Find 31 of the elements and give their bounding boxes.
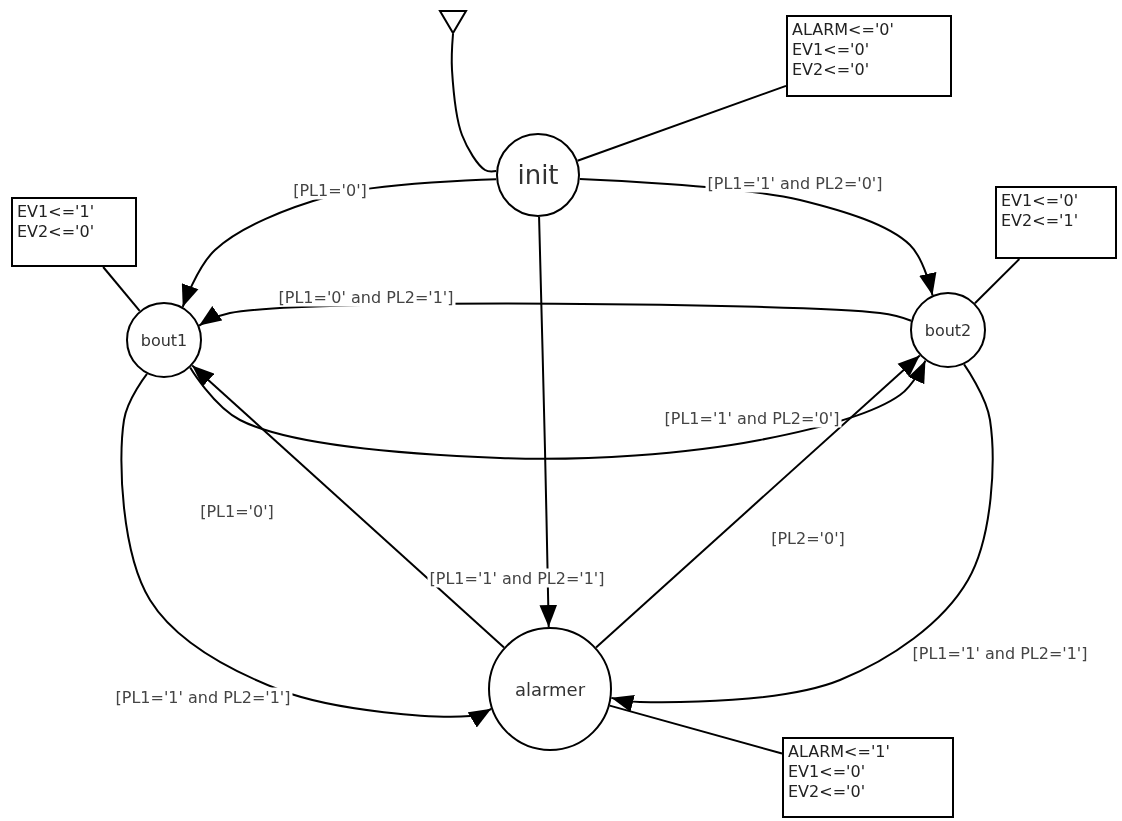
action-text: EV1<='0'	[1001, 191, 1079, 211]
action-box	[995, 186, 1117, 259]
action-text: EV2<='0'	[792, 60, 870, 80]
edge-label: [PL1='1' and PL2='1']	[427, 568, 607, 588]
action-text: EV1<='0'	[788, 762, 866, 782]
leader-line	[973, 258, 1021, 305]
transition-arrow	[191, 364, 505, 649]
edge-label: [PL1='1' and PL2='1']	[113, 687, 293, 707]
action-text: EV2<='1'	[1001, 211, 1079, 231]
action-text: EV2<='0'	[17, 222, 95, 242]
action-text: ALARM<='1'	[788, 742, 890, 762]
action-box	[782, 737, 954, 818]
connector-line	[450, 33, 498, 173]
action-box	[11, 197, 137, 267]
leader-line	[576, 84, 787, 162]
transition-arrow	[610, 363, 994, 712]
transition-arrow	[595, 354, 921, 649]
leader-line	[102, 266, 141, 312]
state-name: init	[517, 160, 559, 190]
action-text: ALARM<='0'	[792, 20, 894, 40]
action-box	[786, 15, 952, 97]
transition-arrow	[120, 373, 493, 728]
transition-arrow	[189, 359, 927, 460]
action-text: EV2<='0'	[788, 782, 866, 802]
state-name: bout2	[924, 320, 972, 340]
state-name: bout1	[140, 330, 188, 350]
action-text: EV1<='1'	[17, 202, 95, 222]
transition-arrow	[538, 216, 558, 628]
action-text: EV1<='0'	[792, 40, 870, 60]
leader-line	[608, 704, 783, 755]
state-name: alarmer	[514, 678, 586, 700]
